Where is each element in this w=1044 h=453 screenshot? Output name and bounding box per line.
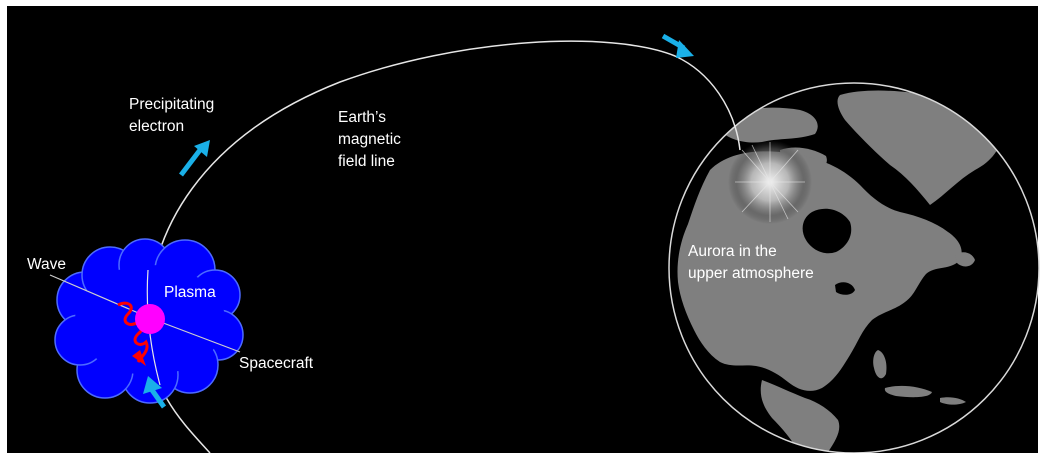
precipitating-electron-line-1: Precipitating bbox=[129, 96, 215, 113]
arrow-icon bbox=[179, 140, 210, 177]
field-line-label-line-1: Earth’s bbox=[338, 109, 386, 126]
field-line-label-line-2: magnetic bbox=[338, 131, 401, 148]
precipitating-electron-line-2: electron bbox=[129, 118, 185, 135]
spacecraft-icon bbox=[135, 304, 165, 334]
aurora-label-line-2: upper atmosphere bbox=[688, 265, 814, 282]
spacecraft-label: Spacecraft bbox=[239, 355, 314, 372]
wave-label: Wave bbox=[27, 256, 67, 273]
wave-pointer-line bbox=[49, 274, 151, 319]
cloud-icon bbox=[54, 238, 244, 404]
aurora-label: Aurora in the upper atmosphere bbox=[688, 241, 814, 285]
spacecraft-pointer-line bbox=[149, 317, 241, 353]
wave-arrowhead bbox=[132, 350, 146, 366]
globe-outline bbox=[668, 82, 1040, 453]
aurora-label-line-1: Aurora in the bbox=[688, 243, 777, 260]
earth-globe bbox=[668, 82, 1040, 453]
plasma-label: Plasma bbox=[164, 284, 216, 301]
precipitating-electron-label: Precipitating electron bbox=[129, 94, 214, 138]
field-line-label-line-3: field line bbox=[338, 153, 395, 170]
aurora-glow-icon bbox=[728, 140, 812, 224]
field-line-label: Earth’s magnetic field line bbox=[338, 107, 401, 173]
arrow-icon bbox=[143, 376, 167, 409]
arrow-icon bbox=[661, 33, 694, 58]
